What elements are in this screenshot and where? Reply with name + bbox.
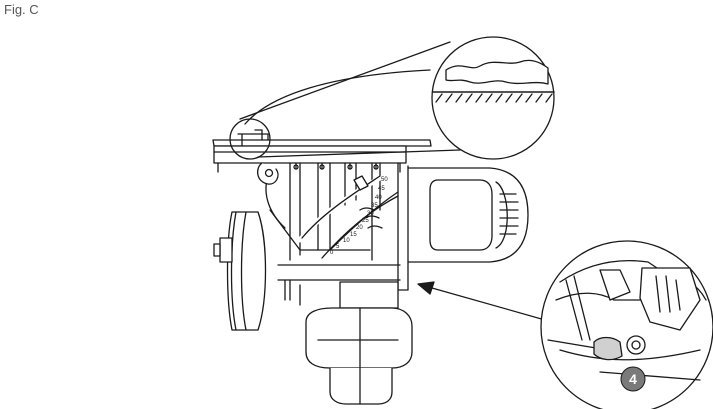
scale-label: 30: [367, 211, 374, 217]
scale-label: 5: [336, 244, 340, 250]
scale-label: 15: [350, 232, 357, 238]
front-knob: [305, 281, 413, 405]
scale-label: 25: [362, 218, 369, 224]
saw-blade: [213, 211, 267, 331]
scale-label: 0: [330, 250, 334, 256]
scale-label: 10: [343, 238, 350, 244]
magnifier-leader: [229, 41, 461, 160]
scale-label: 35: [371, 203, 378, 209]
scale-label: 40: [375, 195, 382, 201]
arrow-left-icon: [417, 281, 546, 321]
bevel-scale-labels: 50 45 40 35 30 25 20 15 10 5 0: [330, 177, 388, 256]
scale-label: 50: [381, 177, 388, 183]
scale-label: 20: [356, 225, 363, 231]
base-plate: [212, 129, 432, 173]
callout-number: 4: [629, 371, 637, 387]
detail-magnifier-top: [431, 36, 555, 160]
detail-magnifier-bottom: [540, 240, 713, 409]
bevel-scale: [297, 175, 399, 259]
rear-handle: [407, 167, 529, 263]
scale-label: 45: [378, 186, 385, 192]
figure-label: Fig. C: [4, 2, 39, 17]
callout-badge: 4: [620, 366, 646, 392]
